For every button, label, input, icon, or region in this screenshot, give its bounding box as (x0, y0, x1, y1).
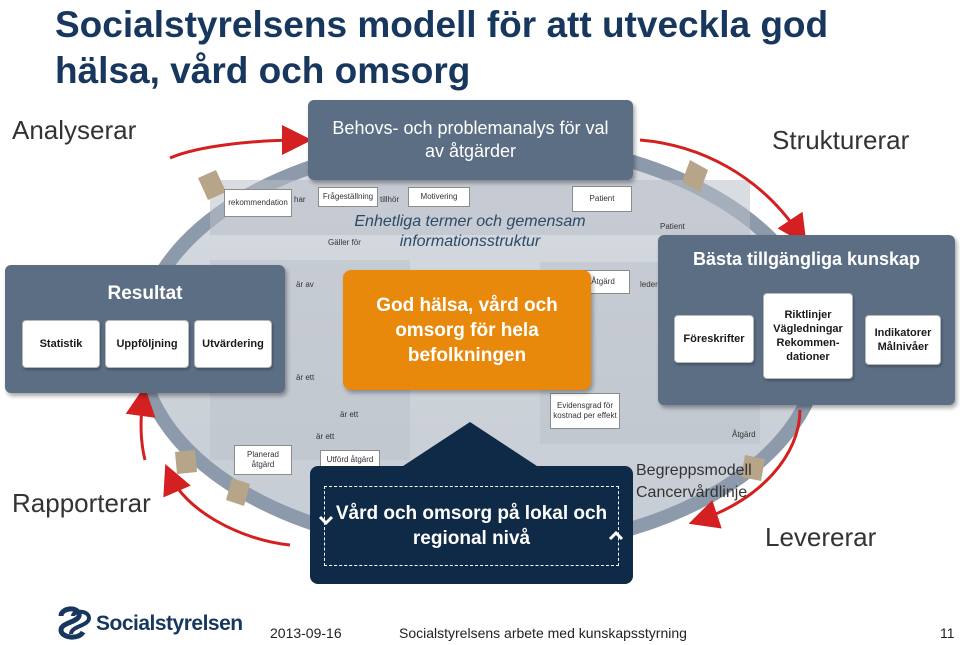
bg-label: Gäller för (328, 238, 361, 247)
chevron-up-icon (608, 530, 624, 541)
bg-label: är av (296, 280, 314, 289)
card-utvardering: Utvärdering (194, 320, 272, 368)
label-levererar: Levererar (765, 522, 877, 552)
concept-model-text: Begreppsmodell Cancervårdlinje (636, 462, 752, 501)
bg-label: är ett (316, 432, 335, 441)
footer-caption: Socialstyrelsens arbete med kunskapsstyr… (399, 625, 687, 641)
card-riktlinjer: Riktlinjer Vägledningar Rekommen-datione… (763, 293, 853, 379)
bg-label: är ett (340, 410, 359, 419)
arrow-bottom-to-report (163, 463, 291, 547)
bg-node: Åtgärd (732, 430, 756, 439)
bg-node: Frågeställning (318, 187, 378, 207)
knowledge-title: Bästa tillgängliga kunskap (692, 249, 921, 269)
local-regional-box: Vård och omsorg på lokal och regional ni… (310, 466, 633, 584)
bg-node: Patient (572, 186, 632, 212)
card-statistik: Statistik (22, 320, 100, 368)
chevron-top-right (682, 160, 708, 192)
page-title: Socialstyrelsens modell för att utveckla… (55, 4, 829, 91)
bg-node: rekommendation (224, 189, 292, 217)
bg-label: leder (640, 280, 658, 289)
bottom-box-pointer (400, 422, 540, 468)
arrow-knowledge-to-deliver (688, 409, 802, 529)
chevron-bottom-left (175, 450, 197, 474)
bg-node: Motivering (408, 187, 470, 207)
results-title: Resultat (107, 283, 183, 304)
analysis-box: Behovs- och problemanalys för val av åtg… (308, 100, 633, 180)
socialstyrelsen-logo-icon (58, 606, 92, 640)
card-indikatorer: Indikatorer Målnivåer (865, 315, 941, 365)
information-structure-text: Enhetliga termer och gemensam informatio… (354, 213, 586, 250)
chevron-bottom-right (741, 455, 765, 481)
label-strukturerar: Strukturerar (772, 125, 910, 155)
results-panel: Resultat Statistik Uppföljning Utvärderi… (5, 265, 285, 393)
page-number: 11 (940, 625, 955, 641)
label-analyserar: Analyserar (12, 115, 137, 145)
bg-label: har (294, 195, 306, 204)
card-uppfoljning: Uppföljning (105, 320, 189, 368)
bg-node: Planerad åtgärd (234, 445, 292, 475)
center-goal-box: God hälsa, vård och omsorg för hela befo… (343, 270, 591, 390)
arrow-analyze-to-top (169, 125, 312, 160)
bg-node: Patient (660, 222, 685, 231)
chevron-bottom-left-2 (226, 478, 250, 506)
knowledge-panel: Bästa tillgängliga kunskap Föreskrifter … (658, 235, 955, 405)
card-foreskrifter: Föreskrifter (674, 315, 754, 363)
arrow-top-to-structure (639, 138, 807, 245)
footer-date: 2013-09-16 (270, 625, 342, 641)
bg-label: är ett (296, 373, 315, 382)
logo-text: Socialstyrelsen (96, 612, 243, 635)
bg-node: Evidensgrad för kostnad per effekt (550, 393, 620, 429)
local-regional-text: Vård och omsorg på lokal och regional ni… (335, 503, 608, 549)
bg-label: tillhör (380, 195, 400, 204)
chevron-top-left (198, 170, 226, 200)
label-rapporterar: Rapporterar (12, 488, 151, 518)
chevron-down-icon (318, 515, 334, 526)
arrow-report-to-results (125, 386, 156, 461)
